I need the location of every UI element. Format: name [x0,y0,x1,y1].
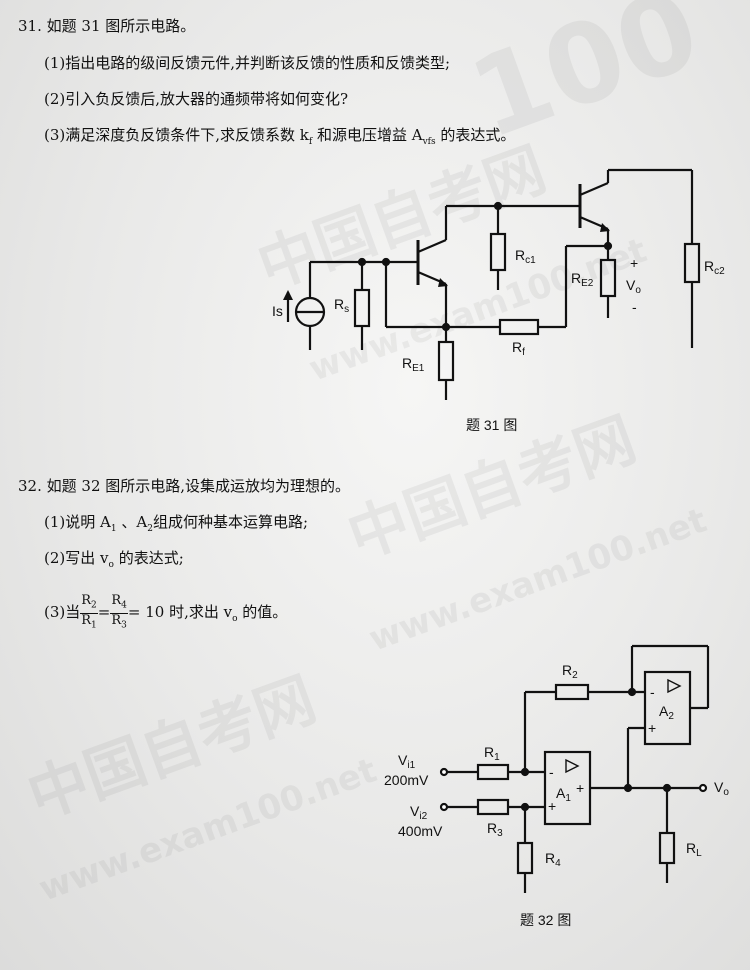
q31-intro: 如题 31 图所示电路。 [46,17,196,35]
label-rl: RL [686,840,702,859]
label-a2-plus: + [648,720,656,736]
label-r1: R1 [484,744,500,763]
q31-heading: 31. 如题 31 图所示电路。 [18,16,195,36]
label-a1-out-plus: + [576,780,584,796]
label-r3: R3 [487,820,503,839]
q32-heading: 32. 如题 32 图所示电路,设集成运放均为理想的。 [18,476,350,496]
q31-item-1: (1)指出电路的级间反馈元件,并判断该反馈的性质和反馈类型; [44,54,451,72]
q32-number: 32. [18,477,42,495]
label-rc2: Rc2 [704,258,725,277]
label-vo-minus: - [632,299,637,315]
label-vi2: Vi2 [410,803,428,822]
label-rc1: Rc1 [515,247,536,266]
label-vi2-value: 400mV [398,823,443,839]
label-is: Is [272,303,283,319]
q32-item-1: (1)说明 A1 、A2组成何种基本运算电路; [44,513,308,534]
label-vi1: Vi1 [398,752,416,771]
label-re1: RE1 [402,355,425,374]
label-vo-plus: + [630,255,638,271]
label-r4: R4 [545,850,561,869]
label-vo: Vo [714,779,729,798]
caption-31: 题 31 图 [466,417,517,433]
label-rf: Rf [512,339,525,358]
label-a2: A2 [659,703,674,722]
q31-item-2: (2)引入负反馈后,放大器的通频带将如何变化? [44,90,349,108]
label-vo: Vo [626,277,641,296]
label-rs: Rs [334,296,349,315]
label-a1-minus: - [549,764,554,780]
label-r2: R2 [562,662,578,681]
q32-item-2: (2)写出 vo 的表达式; [44,549,184,570]
q31-item-3: (3)满足深度负反馈条件下,求反馈系数 kf 和源电压增益 Avfs 的表达式。 [44,126,516,147]
q32-intro: 如题 32 图所示电路,设集成运放均为理想的。 [46,477,351,495]
label-a1-plus: + [548,798,556,814]
label-a2-minus: - [650,684,655,700]
caption-32: 题 32 图 [520,912,571,928]
label-re2: RE2 [571,270,594,289]
label-a1: A1 [556,785,571,804]
label-vi1-value: 200mV [384,772,429,788]
q31-number: 31. [18,17,42,35]
